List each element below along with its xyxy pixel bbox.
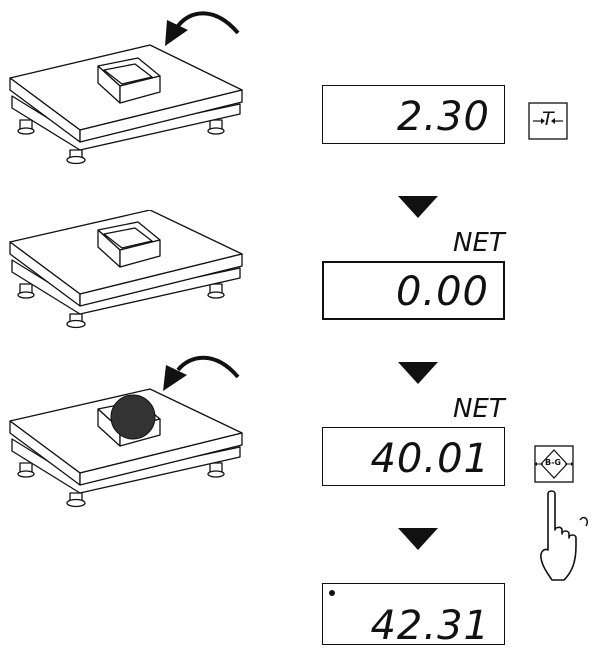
curved-arrow-icon [163,355,240,391]
curved-arrow-icon [165,11,240,46]
tare-key-label: T [542,108,554,130]
weight-display: 2.30 [322,85,505,144]
weight-reading: 40.01 [370,436,490,482]
stability-indicator [329,590,335,596]
down-triangle-icon [398,362,438,384]
net-indicator: NET [453,228,505,258]
platform-scale-with-load [9,355,243,508]
platform-scale-with-container [9,210,243,329]
weight-display: 40.01 [322,427,505,486]
weight-reading: 2.30 [396,94,490,140]
weight-reading: 0.00 [395,269,489,315]
gross-net-key-label: B-G [545,458,561,467]
weight-display: 0.00 [322,261,505,320]
down-triangle-icon [398,528,438,550]
load-ball [110,394,156,440]
down-triangle-icon [398,196,438,218]
platform-scale-with-container [9,11,243,165]
pointing-hand-icon [540,490,589,581]
net-indicator: NET [453,394,505,424]
tare-key[interactable] [528,102,568,140]
weight-reading: 42.31 [370,603,490,649]
gross-net-key[interactable] [534,445,574,483]
weight-display: 42.31 [322,583,505,649]
